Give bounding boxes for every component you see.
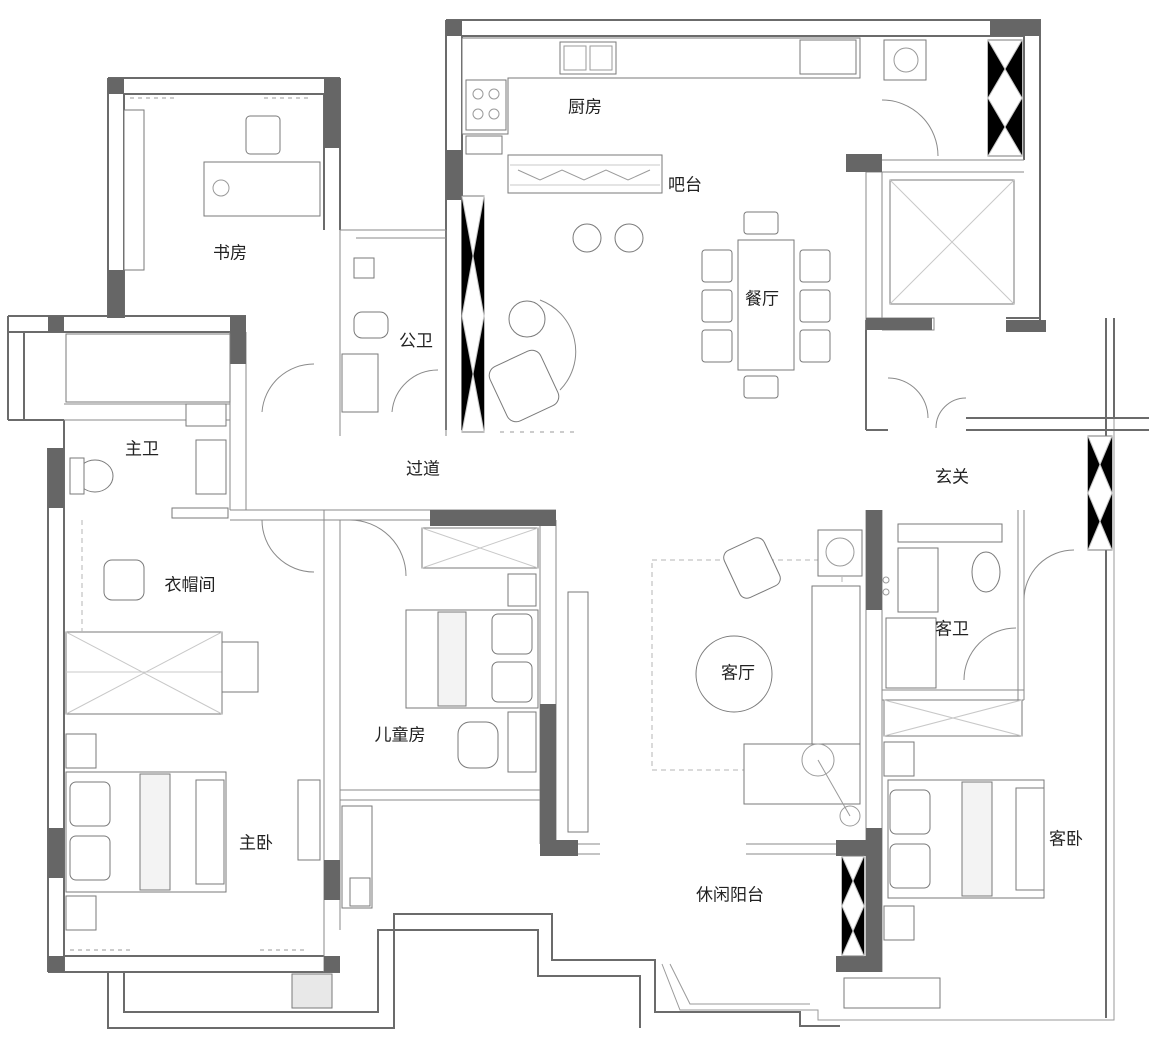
dining-set (461, 195, 831, 433)
label-leisure-balcony: 休闲阳台 (696, 886, 764, 906)
label-dining: 餐厅 (745, 290, 779, 310)
public-bath-fixtures (261, 257, 439, 413)
label-guest-bedroom: 客卧 (1049, 830, 1083, 850)
label-public-bath: 公卫 (399, 332, 433, 352)
study-fixtures (123, 97, 321, 271)
label-living-room: 客厅 (721, 664, 755, 684)
kitchen-fixtures (461, 37, 861, 253)
label-master-bedroom: 主卧 (239, 834, 273, 854)
outer-walls (7, 19, 1149, 1029)
label-master-bath: 主卫 (125, 440, 159, 460)
label-corridor: 过道 (406, 460, 440, 480)
master-bed (65, 733, 333, 1009)
label-bar: 吧台 (668, 176, 702, 196)
kids-room-fixtures (341, 519, 589, 909)
master-bath-fixtures (65, 333, 231, 519)
label-kitchen: 厨房 (568, 98, 602, 118)
label-cloakroom: 衣帽间 (165, 576, 216, 596)
cloakroom-fixtures (65, 519, 315, 715)
guest-bed (841, 377, 1113, 1009)
guest-bath-fixtures (882, 523, 1075, 689)
room-labels: 书房 厨房 吧台 餐厅 公卫 主卫 过道 玄关 衣帽间 儿童房 客厅 客卫 主卧… (125, 98, 1083, 906)
living-room-fixtures (651, 529, 863, 827)
structural-columns (48, 20, 1046, 972)
label-study: 书房 (213, 244, 247, 264)
label-foyer: 玄关 (935, 468, 969, 488)
label-guest-bath: 客卫 (935, 620, 969, 640)
laundry-and-shaft (881, 39, 1023, 305)
label-kids-room: 儿童房 (375, 726, 426, 746)
